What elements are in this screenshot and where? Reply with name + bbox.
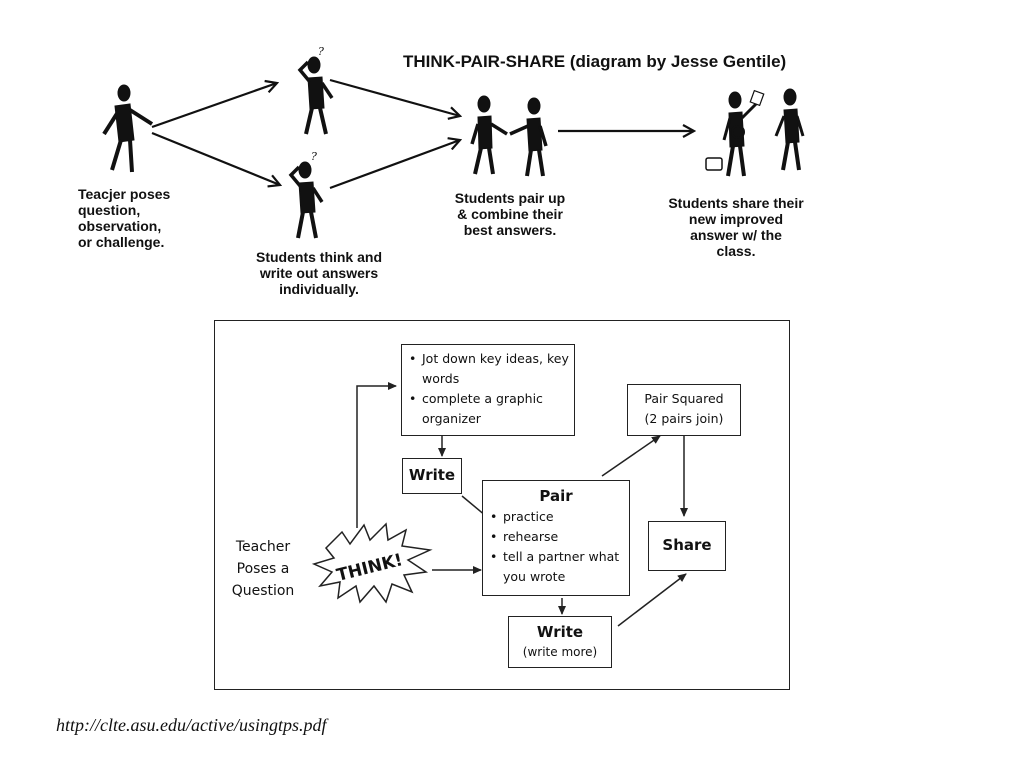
- sharing-students-figures-icon: [705, 88, 805, 177]
- jot-down-box: Jot down key ideas, key words complete a…: [401, 344, 575, 436]
- top-flow-arrows: [151, 78, 694, 190]
- think-starburst-icon: [311, 522, 433, 604]
- pair-squared-box: Pair Squared (2 pairs join): [627, 384, 741, 436]
- caption-think: Students think and write out answers ind…: [256, 249, 382, 297]
- svg-text:?: ?: [318, 45, 324, 58]
- caption-teacher: Teacjer poses question, observation, or …: [78, 186, 171, 250]
- flow-diagram-frame: [214, 320, 790, 690]
- pair-title: Pair: [539, 487, 573, 505]
- top-illustration: ? ?: [102, 45, 805, 239]
- flow-diagram-connectors: [311, 382, 688, 627]
- caption-pair: Students pair up & combine their best an…: [454, 190, 566, 238]
- write-box: Write: [402, 458, 462, 494]
- caption-share: Students share their new improved answer…: [668, 195, 804, 259]
- pair-box: Pair practice rehearse tell a partner wh…: [482, 480, 630, 596]
- teacher-figure-icon: [102, 84, 154, 173]
- thinking-student-figure-icon: ?: [288, 150, 324, 239]
- share-box: Share: [648, 521, 726, 571]
- top-title: THINK-PAIR-SHARE (diagram by Jesse Genti…: [403, 52, 787, 71]
- student-pair-figures-icon: [470, 95, 548, 177]
- pair-item: practice: [487, 507, 625, 527]
- thinking-student-figure-icon: ?: [297, 45, 334, 135]
- source-url: http://clte.asu.edu/active/usingtps.pdf: [56, 715, 327, 735]
- jot-item: Jot down key ideas, key words: [406, 349, 570, 389]
- jot-item: complete a graphic organizer: [406, 389, 570, 429]
- write-more-box: Write (write more): [508, 616, 612, 668]
- pair-item: tell a partner what you wrote: [487, 547, 625, 587]
- svg-text:?: ?: [311, 150, 317, 163]
- teacher-poses-question-label: Teacher Poses a Question: [231, 539, 295, 599]
- pair-item: rehearse: [487, 527, 625, 547]
